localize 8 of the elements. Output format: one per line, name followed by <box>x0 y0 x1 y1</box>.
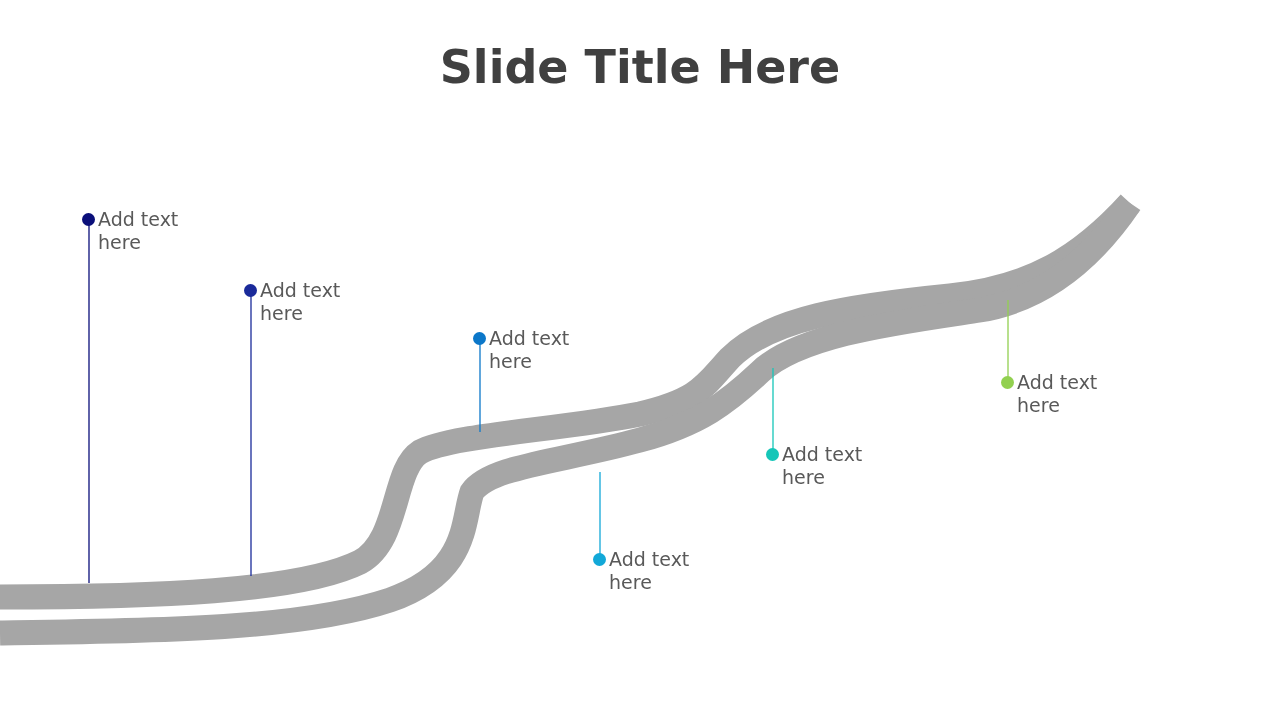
callout-text: Add text here <box>609 548 691 594</box>
callout-text: Add text here <box>782 443 864 489</box>
callout-text: Add text here <box>1017 371 1099 417</box>
callout-text: Add text here <box>260 279 342 325</box>
road-drawing <box>0 194 1141 646</box>
slide-title: Slide Title Here <box>438 40 842 94</box>
callout-text: Add text here <box>489 327 571 373</box>
callout-text: Add text here <box>98 208 180 254</box>
